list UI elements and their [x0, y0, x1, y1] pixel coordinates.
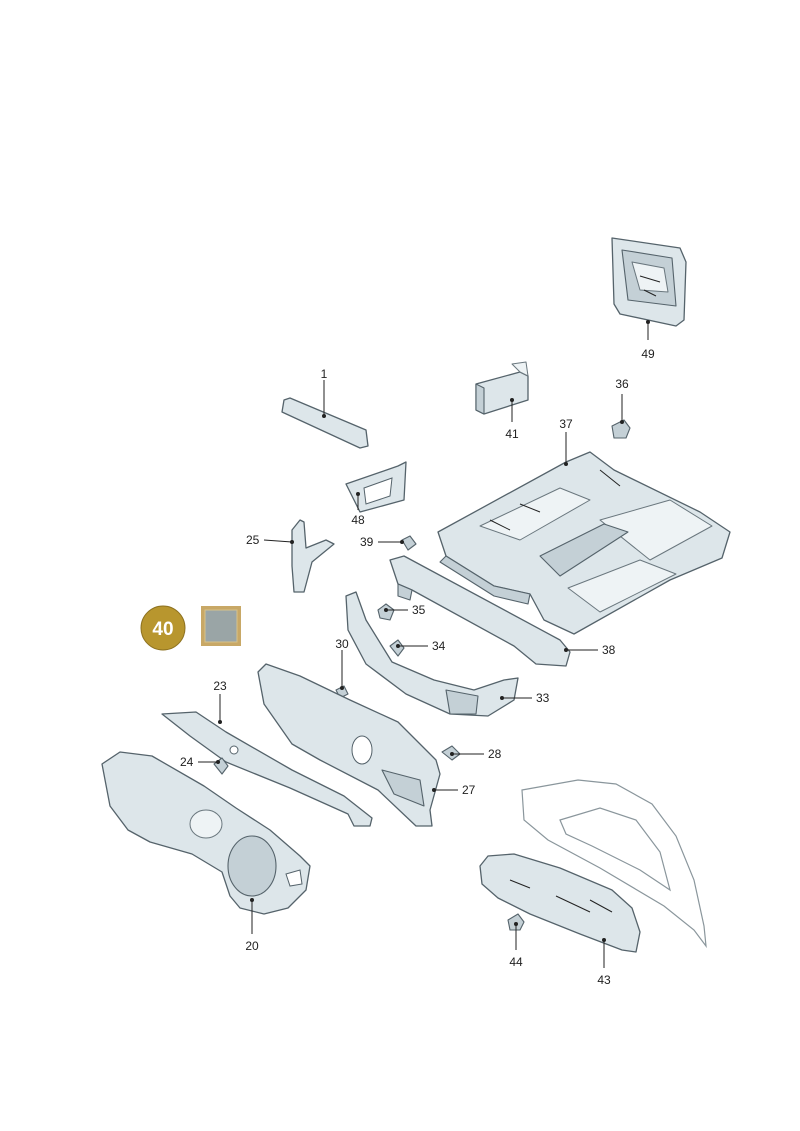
callout-35: 35: [384, 603, 426, 617]
callout-44: 44: [509, 922, 523, 969]
callout-41: 41: [505, 398, 519, 441]
callout-43: 43: [597, 938, 611, 987]
callout-label-1: 1: [321, 367, 328, 381]
callout-25: 25: [246, 533, 294, 547]
callout-38: 38: [564, 643, 616, 657]
part-20-bulkhead-insulation: [101, 751, 311, 915]
callout-27: 27: [432, 783, 476, 797]
callout-label-41: 41: [505, 427, 519, 441]
callout-36: 36: [615, 377, 629, 424]
callout-label-20: 20: [245, 939, 259, 953]
part-38-insulation-strip: [389, 555, 571, 667]
callout-label-37: 37: [559, 417, 573, 431]
callout-label-33: 33: [536, 691, 550, 705]
badge-40-label: 40: [152, 619, 173, 640]
part-49-insulation-mat: [611, 237, 687, 327]
hood-outline: [521, 779, 707, 949]
callout-39: 39: [360, 535, 404, 549]
callout-33: 33: [500, 691, 550, 705]
callout-label-24: 24: [180, 755, 194, 769]
callout-label-39: 39: [360, 535, 374, 549]
part-48-frame: [345, 461, 407, 513]
callout-23: 23: [213, 679, 227, 724]
callout-label-27: 27: [462, 783, 476, 797]
callout-label-48: 48: [351, 513, 365, 527]
callout-49: 49: [641, 320, 655, 361]
part-33-curved-panel: [345, 591, 519, 717]
part-43-hood-insulation: [479, 853, 641, 953]
part-39-clip: [401, 535, 417, 551]
callout-label-49: 49: [641, 347, 655, 361]
callout-label-28: 28: [488, 747, 502, 761]
badge-40-circle: [140, 605, 186, 651]
callout-37: 37: [559, 417, 573, 466]
callout-1: 1: [321, 367, 328, 418]
callout-label-30: 30: [335, 637, 349, 651]
callout-30: 30: [335, 637, 349, 690]
callout-label-38: 38: [602, 643, 616, 657]
part-37-floor-carpet: [437, 451, 731, 635]
callout-40-badge: 40: [140, 605, 186, 651]
part-40-material-swatch: [201, 606, 241, 646]
part-23-narrow-insulator: [161, 711, 373, 827]
callout-label-36: 36: [615, 377, 629, 391]
part-25-bracket: [291, 519, 335, 593]
callout-label-43: 43: [597, 973, 611, 987]
callout-label-35: 35: [412, 603, 426, 617]
callout-label-23: 23: [213, 679, 227, 693]
part-41-pad: [475, 361, 529, 415]
callout-34: 34: [396, 639, 446, 653]
callout-label-25: 25: [246, 533, 260, 547]
callout-label-44: 44: [509, 955, 523, 969]
callout-28: 28: [450, 747, 502, 761]
callout-24: 24: [180, 755, 220, 769]
part-34-clip: [389, 639, 405, 657]
callout-label-34: 34: [432, 639, 446, 653]
callout-48: 48: [351, 492, 365, 527]
part-27-insulation-panel: [257, 663, 441, 827]
part-1-strip: [281, 397, 369, 449]
callout-20: 20: [245, 898, 259, 953]
